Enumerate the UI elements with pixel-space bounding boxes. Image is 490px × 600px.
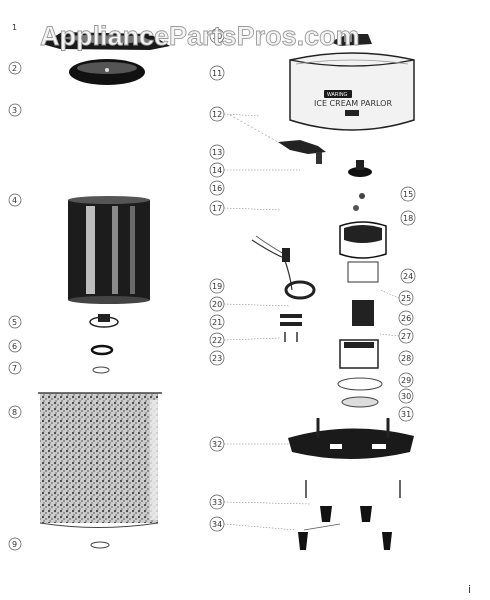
callout-21: 21 [209, 314, 225, 330]
svg-text:31: 31 [401, 410, 411, 419]
callout-5: 5 [8, 315, 22, 329]
svg-text:34: 34 [212, 520, 222, 529]
callout-15: 15 [400, 186, 416, 202]
svg-text:4: 4 [12, 196, 17, 205]
svg-text:18: 18 [403, 214, 413, 223]
part-21-bracket [280, 314, 302, 326]
svg-text:30: 30 [401, 392, 411, 401]
callout-32: 32 [209, 436, 225, 452]
callout-2: 2 [8, 61, 22, 75]
part-15-screw [359, 193, 365, 199]
part-30-fan [337, 377, 383, 408]
callout-26: 26 [398, 310, 414, 326]
svg-text:17: 17 [212, 204, 222, 213]
callout-27: 27 [398, 328, 414, 344]
callout-12: 12 [209, 106, 225, 122]
callout-20: 20 [209, 296, 225, 312]
svg-text:21: 21 [212, 318, 222, 327]
callout-10: 10 [209, 28, 225, 44]
svg-text:3: 3 [12, 106, 17, 115]
callout-34: 34 [209, 516, 225, 532]
part-8-bucket [38, 392, 162, 528]
svg-text:7: 7 [12, 364, 17, 373]
brand-label: WARING [327, 92, 347, 98]
callout-19: 19 [209, 278, 225, 294]
callout-6: 6 [8, 339, 22, 353]
part-2-disk [69, 59, 145, 85]
svg-text:27: 27 [401, 332, 411, 341]
part-11-motor-housing: WARING ICE CREAM PARLOR [289, 52, 415, 131]
callout-11: 11 [209, 65, 225, 81]
part-7-o-ring [92, 366, 110, 374]
callout-30: 30 [398, 388, 414, 404]
part-34-feet-lower [298, 523, 392, 550]
callout-23: 23 [209, 350, 225, 366]
callout-22: 22 [209, 332, 225, 348]
callout-3: 3 [8, 103, 22, 117]
svg-text:1: 1 [12, 23, 17, 32]
svg-text:33: 33 [212, 498, 222, 507]
callout-28: 28 [398, 350, 414, 366]
callout-24: 24 [400, 268, 416, 284]
svg-text:8: 8 [12, 408, 17, 417]
svg-text:12: 12 [212, 110, 222, 119]
svg-text:14: 14 [212, 166, 222, 175]
callout-17: 17 [209, 200, 225, 216]
part-10-handle [330, 34, 372, 46]
svg-text:6: 6 [12, 342, 17, 351]
svg-text:5: 5 [12, 318, 17, 327]
svg-text:25: 25 [401, 294, 411, 303]
part-25-motor-core [339, 261, 379, 369]
svg-text:24: 24 [403, 272, 413, 281]
svg-text:28: 28 [401, 354, 411, 363]
svg-text:10: 10 [212, 32, 222, 41]
leader-lines [223, 113, 400, 531]
callout-13: 13 [209, 144, 225, 160]
part-32-base [288, 418, 414, 459]
part-16-nut [353, 205, 359, 211]
part-9-washer [90, 541, 110, 549]
callout-25: 25 [398, 290, 414, 306]
callout-8: 8 [8, 405, 22, 419]
svg-text:26: 26 [401, 314, 411, 323]
part-13-spring [316, 152, 322, 164]
callout-7: 7 [8, 361, 22, 375]
svg-text:23: 23 [212, 354, 222, 363]
callout-31: 31 [398, 406, 414, 422]
part-19-power-cord [251, 235, 316, 300]
svg-text:13: 13 [212, 148, 222, 157]
callout-29: 29 [398, 372, 414, 388]
callout-1: 1 [12, 23, 17, 32]
callout-4: 4 [8, 193, 22, 207]
part-12-switch [229, 114, 326, 154]
svg-text:32: 32 [212, 440, 222, 449]
part-4-canister [68, 196, 150, 304]
svg-text:29: 29 [401, 376, 411, 385]
callout-14: 14 [209, 162, 225, 178]
model-label: ICE CREAM PARLOR [314, 99, 392, 108]
part-5-bushing [89, 314, 119, 328]
callout-33: 33 [209, 494, 225, 510]
callout-18: 18 [400, 210, 416, 226]
svg-text:20: 20 [212, 300, 222, 309]
svg-text:19: 19 [212, 282, 222, 291]
svg-text:16: 16 [212, 184, 222, 193]
part-14-gear [348, 160, 372, 177]
svg-text:22: 22 [212, 336, 222, 345]
callout-16: 16 [209, 180, 225, 196]
part-33-feet [305, 480, 401, 522]
page-mark: i [468, 583, 472, 596]
svg-text:11: 11 [212, 69, 222, 78]
part-1-lid [42, 32, 170, 50]
watermark: AppliancePartsPros.com [40, 21, 360, 51]
svg-text:15: 15 [403, 190, 413, 199]
svg-text:9: 9 [12, 540, 17, 549]
part-22-screws [284, 332, 298, 342]
part-18-coupler [339, 221, 387, 259]
part-6-gasket [90, 344, 114, 356]
svg-text:2: 2 [12, 64, 17, 73]
callout-9: 9 [8, 537, 22, 551]
